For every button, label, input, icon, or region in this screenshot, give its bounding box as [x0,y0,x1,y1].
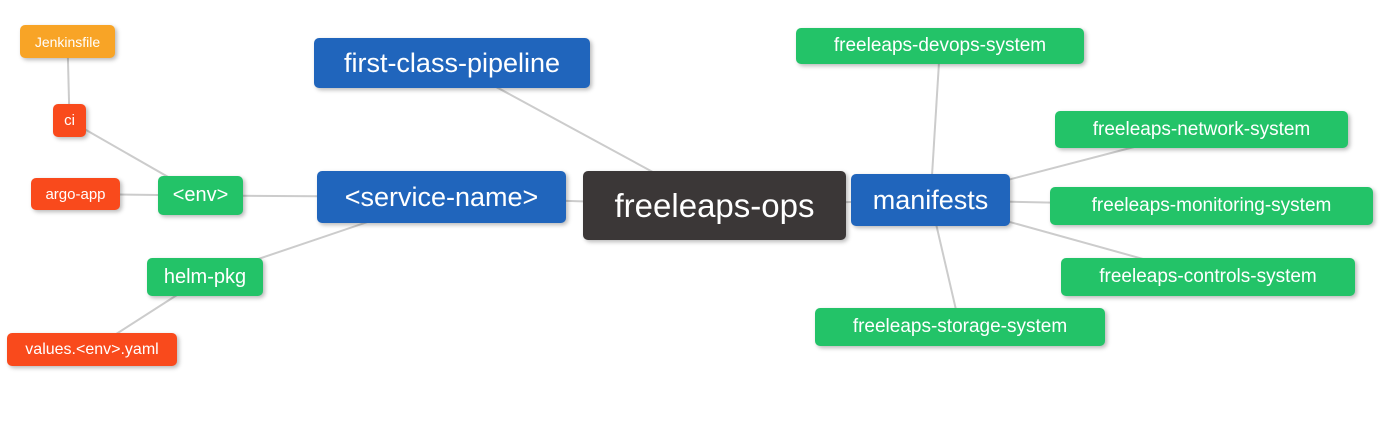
node-freeleaps-controls-system[interactable]: freeleaps-controls-system [1061,258,1355,296]
node-env[interactable]: <env> [158,176,243,215]
node-freeleaps-network-system[interactable]: freeleaps-network-system [1055,111,1348,148]
node-first-class-pipeline[interactable]: first-class-pipeline [314,38,590,88]
node-values-env-yaml[interactable]: values.<env>.yaml [7,333,177,366]
node-helm-pkg[interactable]: helm-pkg [147,258,263,296]
node-freeleaps-monitoring-system[interactable]: freeleaps-monitoring-system [1050,187,1373,225]
node-jenkinsfile[interactable]: Jenkinsfile [20,25,115,58]
node-ci[interactable]: ci [53,104,86,137]
node-service-name[interactable]: <service-name> [317,171,566,223]
node-argo-app[interactable]: argo-app [31,178,120,210]
node-manifests[interactable]: manifests [851,174,1010,226]
node-freeleaps-storage-system[interactable]: freeleaps-storage-system [815,308,1105,346]
node-freeleaps-devops-system[interactable]: freeleaps-devops-system [796,28,1084,64]
node-freeleaps-ops[interactable]: freeleaps-ops [583,171,846,240]
